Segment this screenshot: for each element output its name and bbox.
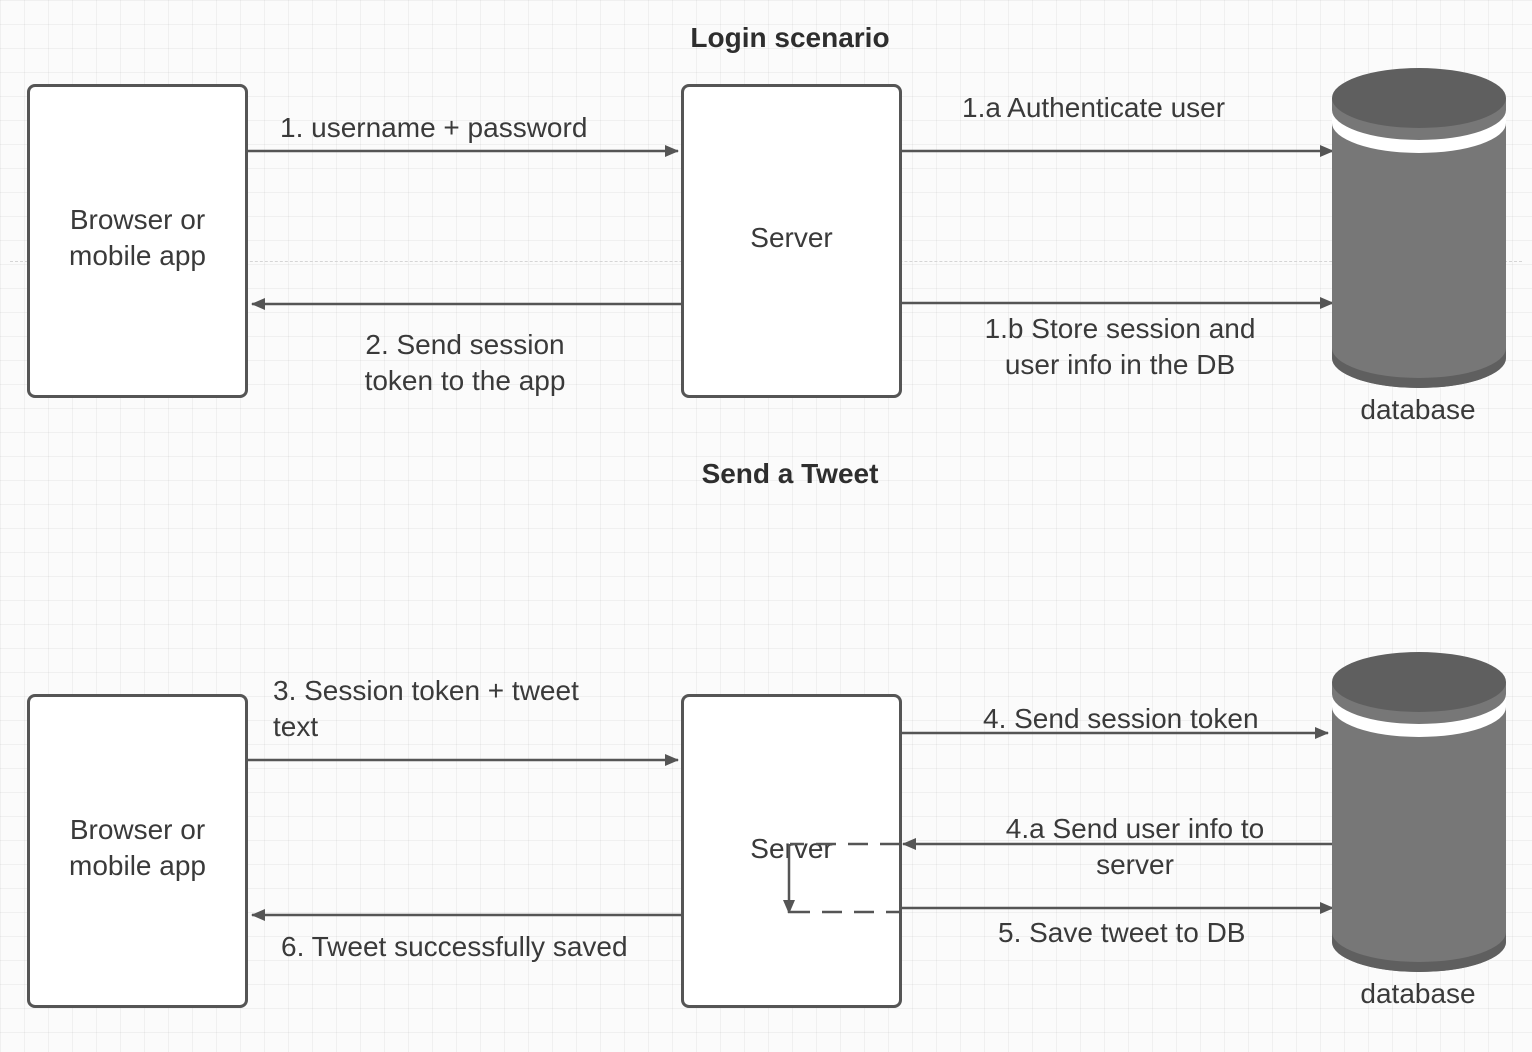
login-step-1a-label: 1.a Authenticate user <box>962 92 1226 123</box>
tweet-step-3-label: 3. Session token + tweet text <box>273 675 579 742</box>
login-server-box: Server <box>681 84 902 398</box>
login-database-icon <box>1332 68 1506 388</box>
tweet-title: Send a Tweet <box>701 458 879 489</box>
tweet-server-box: Server <box>681 694 902 1008</box>
tweet-server-label: Server <box>750 833 833 864</box>
login-step-2-label: 2. Send session token to the app <box>364 329 566 396</box>
login-step-1-label: 1. username + password <box>280 112 588 143</box>
tweet-step-6-label: 6. Tweet successfully saved <box>281 931 628 962</box>
tweet-client-label: Browser or mobile app <box>69 814 206 881</box>
tweet-step-4a-label: 4.a Send user info to server <box>1005 813 1265 880</box>
tweet-client-box: Browser or mobile app <box>27 694 248 1008</box>
tweet-database-label: database <box>1360 978 1476 1009</box>
login-client-label: Browser or mobile app <box>69 204 206 271</box>
login-title: Login scenario <box>690 22 890 53</box>
tweet-step-5-label: 5. Save tweet to DB <box>998 917 1246 948</box>
login-database-label: database <box>1360 394 1476 425</box>
tweet-database-icon <box>1332 652 1506 972</box>
login-server-label: Server <box>750 222 833 253</box>
tweet-step-4-label: 4. Send session token <box>983 703 1259 734</box>
login-step-1b-label: 1.b Store session and user info in the D… <box>984 313 1256 380</box>
login-client-box: Browser or mobile app <box>27 84 248 398</box>
